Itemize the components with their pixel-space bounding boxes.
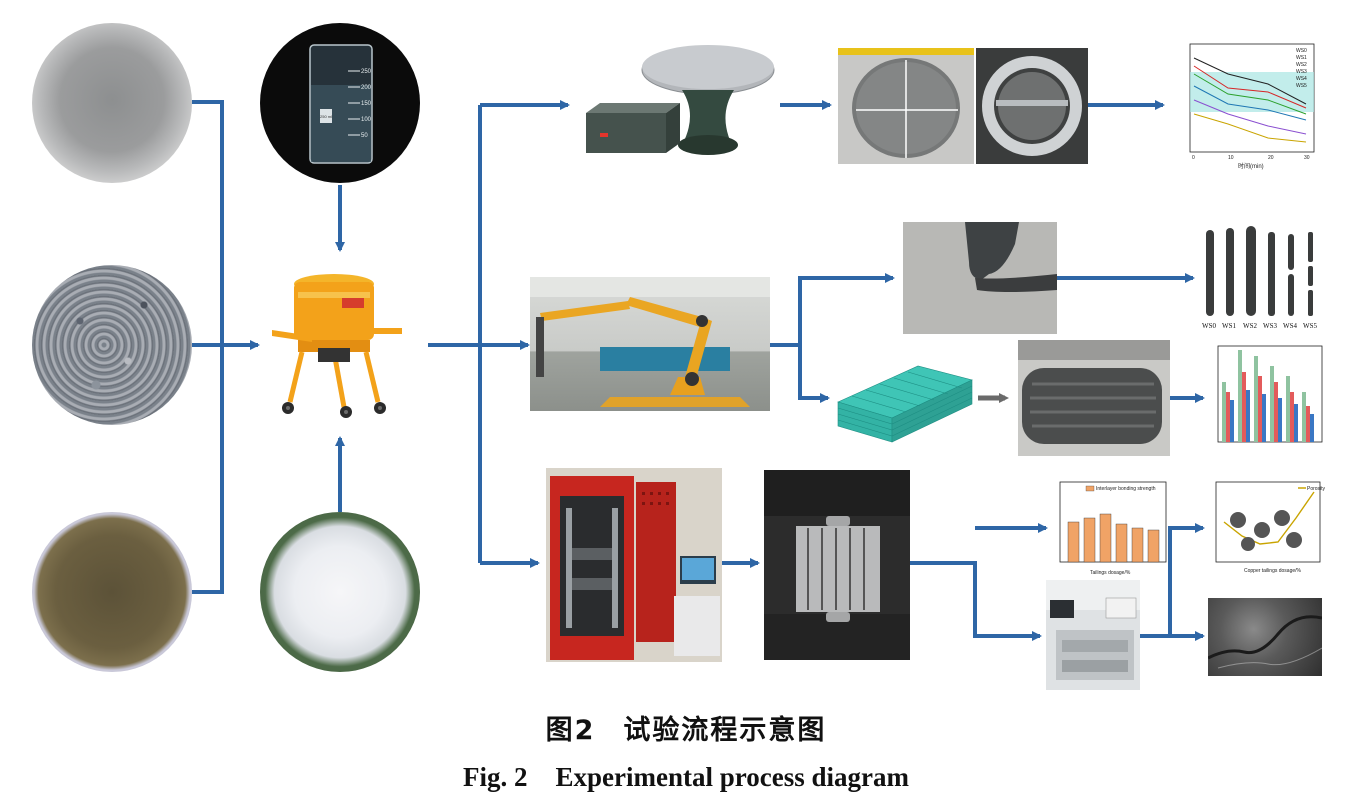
legend-item: WS5 (1296, 83, 1307, 89)
legend-item: WS0 (1296, 48, 1307, 54)
printed-filament-samples: WS0 WS1 WS2 WS3 WS4 WS5 (1200, 222, 1322, 334)
series-ws0-line (1193, 57, 1307, 105)
printed-specimen-photo (1018, 340, 1170, 456)
x-tick: 20 (1268, 155, 1274, 161)
flow-arrows (192, 100, 1205, 641)
white-powder-photo (260, 512, 420, 672)
series-ws5-line (1193, 113, 1307, 143)
x-tick: 10 (1228, 155, 1234, 161)
beaker-mark: 150 (361, 101, 372, 107)
aggregate-photo (32, 265, 192, 425)
series-ws2-line (1193, 73, 1307, 115)
beaker-mark: 50 (361, 133, 368, 139)
sem-micrograph (1208, 598, 1322, 676)
flow-ring-photo (976, 48, 1088, 164)
legend-item: WS1 (1296, 55, 1307, 61)
mortar-mixer-illustration (272, 274, 402, 418)
series-ws1-line (1193, 65, 1307, 109)
figure-title-cn: 试验流程示意图 (623, 715, 827, 746)
sample-label: WS2 (1243, 322, 1258, 330)
sample-label: WS1 (1222, 322, 1237, 330)
beaker-mark: 250 (361, 69, 372, 75)
sample-label: WS0 (1202, 322, 1217, 330)
series-ws3-line (1193, 85, 1307, 121)
sample-label: WS5 (1303, 322, 1318, 330)
beaker-mark: 100 (361, 117, 372, 123)
compression-specimen-photo (764, 470, 910, 660)
x-axis-label: Tailings dosage/% (1090, 570, 1131, 576)
sample-label: WS4 (1283, 322, 1298, 330)
lab-instrument-photo (1046, 580, 1140, 690)
legend-item: WS3 (1296, 69, 1307, 75)
legend-item: WS4 (1296, 76, 1307, 82)
beaker-volume-label: 250 ml (320, 114, 332, 119)
fluidity-line-chart: WS0 WS1 WS2 WS3 WS4 WS5 0 10 20 30 时间(mi… (1189, 43, 1315, 170)
universal-testing-machine-photo (546, 468, 722, 662)
legend-item: WS2 (1296, 62, 1307, 68)
figure-caption-chinese: 图2 试验流程示意图 (0, 708, 1372, 747)
sample-label: WS3 (1263, 322, 1278, 330)
figure-number-cn: 图2 (545, 715, 596, 746)
extrusion-nozzle-photo (903, 222, 1057, 334)
beaker-mark: 200 (361, 85, 372, 91)
strength-bar-chart (1217, 345, 1323, 443)
porosity-line-chart: Porosity Copper tailings dosage/% (1215, 481, 1326, 574)
x-tick: 30 (1304, 155, 1310, 161)
figure-number-en: Fig. 2 (463, 762, 528, 792)
copper-tailings-photo (32, 512, 192, 672)
robotic-3d-printer-photo (530, 277, 770, 411)
bar-legend: Interlayer bonding strength (1096, 486, 1156, 492)
flow-spread-measurement-photo (838, 48, 974, 164)
water-beaker-photo: 250 ml 250 200 150 100 50 (260, 23, 420, 183)
series-ws4-line (1193, 99, 1307, 135)
x-tick: 0 (1192, 155, 1195, 161)
porosity-legend: Porosity (1307, 486, 1326, 492)
interlayer-bonding-bar-chart: Interlayer bonding strength Tailings dos… (1059, 481, 1167, 576)
x-axis-label: 时间(min) (1238, 162, 1264, 170)
figure-title-en: Experimental process diagram (555, 762, 909, 792)
x-axis-label: Copper tailings dosage/% (1244, 568, 1302, 574)
flow-table-apparatus (586, 45, 775, 155)
figure-caption-english: Fig. 2 Experimental process diagram (0, 762, 1372, 793)
cement-powder-photo (32, 23, 192, 183)
layered-print-model (837, 365, 973, 443)
